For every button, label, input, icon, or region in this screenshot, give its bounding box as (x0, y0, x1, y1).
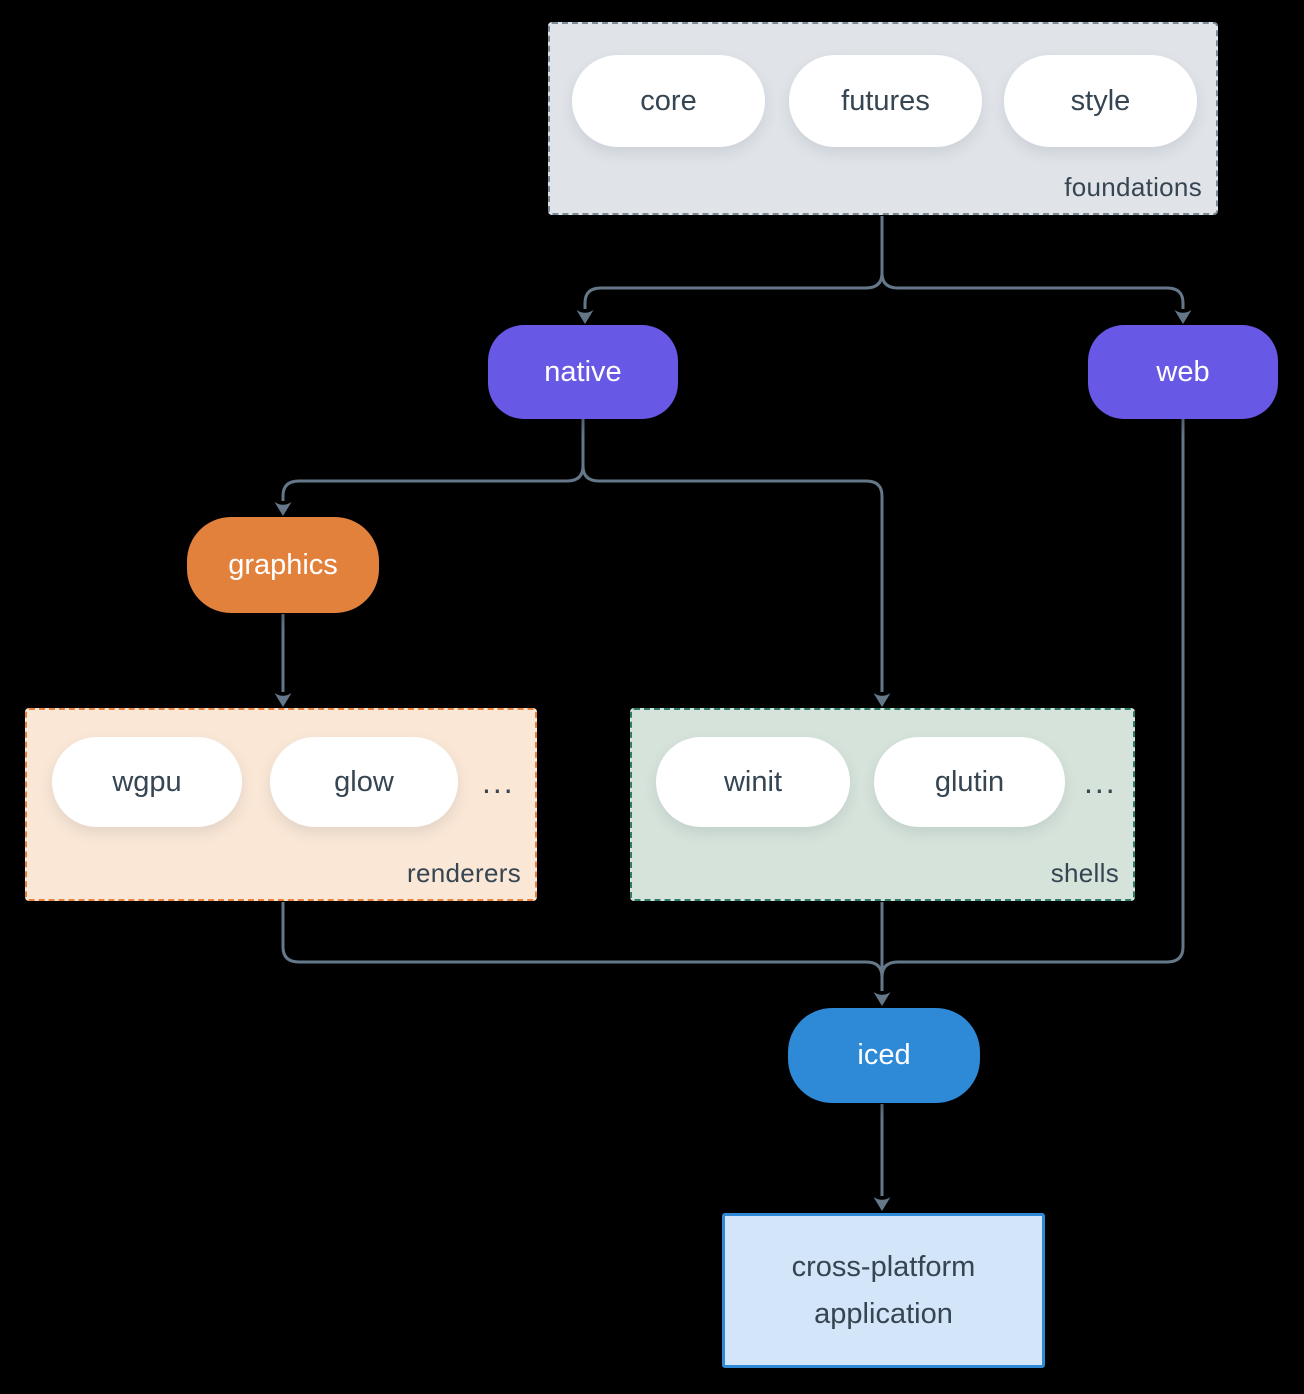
arrowhead-application (873, 1197, 891, 1211)
group-shells: winit glutin ... shells (630, 708, 1135, 901)
node-native: native (488, 325, 678, 419)
edge-web-iced (880, 419, 1185, 978)
node-iced: iced (788, 1008, 980, 1103)
node-glow: glow (270, 737, 458, 827)
shells-ellipsis: ... (1084, 763, 1117, 800)
group-renderers-label: renderers (407, 858, 521, 888)
edge-native-graphics (281, 465, 585, 501)
edge-native-shells (581, 465, 884, 692)
node-application: cross-platform application (722, 1213, 1045, 1368)
node-style: style (1004, 55, 1197, 147)
group-shells-label: shells (1050, 858, 1119, 888)
group-foundations-label: foundations (1064, 172, 1202, 202)
node-core: core (572, 55, 765, 147)
arrowhead-native (576, 310, 594, 324)
edge-foundations-native (583, 272, 884, 309)
node-futures: futures (789, 55, 982, 147)
node-web: web (1088, 325, 1278, 419)
edge-renderers-iced (281, 902, 884, 978)
arrowhead-web (1174, 310, 1192, 324)
edge-foundations-web (880, 272, 1185, 309)
node-wgpu: wgpu (52, 737, 242, 827)
group-renderers: wgpu glow ... renderers (25, 708, 537, 901)
node-glutin: glutin (874, 737, 1065, 827)
node-graphics: graphics (187, 517, 379, 613)
node-winit: winit (656, 737, 850, 827)
arrowhead-graphics (274, 502, 292, 516)
arrowhead-renderers (274, 693, 292, 707)
group-foundations: core futures style foundations (548, 22, 1218, 215)
arrowhead-shells (873, 693, 891, 707)
arrowhead-iced (873, 992, 891, 1006)
renderers-ellipsis: ... (482, 763, 515, 800)
